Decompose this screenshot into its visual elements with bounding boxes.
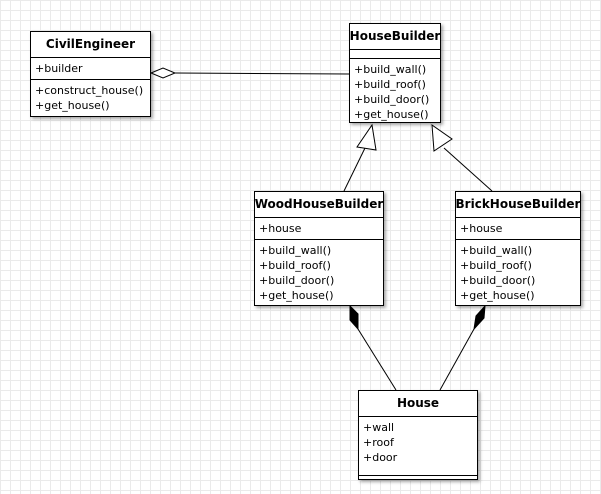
class-house[interactable]: House +wall +roof +door (358, 390, 478, 480)
class-name: House (359, 391, 477, 417)
class-operations: +construct_house() +get_house() (31, 80, 150, 116)
class-name: WoodHouseBuilder (255, 192, 383, 218)
class-civil-engineer[interactable]: CivilEngineer +builder +construct_house(… (30, 31, 151, 117)
operation: +build_roof() (460, 259, 532, 272)
generalization-wood-connector[interactable] (343, 123, 377, 192)
composition-wood-connector[interactable] (349, 304, 397, 391)
composition-brick-connector[interactable] (439, 304, 486, 391)
operation: +build_wall() (460, 244, 533, 257)
operation: +build_roof() (354, 78, 426, 91)
aggregation-connector[interactable] (149, 67, 350, 79)
class-operations: +build_wall() +build_roof() +build_door(… (255, 240, 383, 306)
composition-diamond-brick (473, 304, 486, 331)
class-attributes: +builder (31, 58, 150, 80)
attribute: +door (363, 451, 398, 464)
class-operations: +build_wall() +build_roof() +build_door(… (350, 59, 440, 125)
attribute: +house (259, 222, 302, 235)
class-operations: +build_wall() +build_roof() +build_door(… (456, 240, 580, 306)
attribute: +builder (35, 62, 83, 75)
generalization-triangle-brick (431, 123, 453, 152)
class-name: CivilEngineer (31, 32, 150, 58)
operation: +build_door() (354, 93, 430, 106)
class-operations (359, 476, 477, 480)
operation: +get_house() (35, 99, 110, 112)
class-attributes: +wall +roof +door (359, 417, 477, 476)
class-name: BrickHouseBuilder (456, 192, 580, 218)
aggregation-diamond (149, 67, 177, 79)
operation: +build_roof() (259, 259, 331, 272)
operation: +build_wall() (259, 244, 332, 257)
class-name: HouseBuilder (350, 24, 440, 50)
class-house-builder[interactable]: HouseBuilder +build_wall() +build_roof()… (349, 23, 441, 123)
generalization-triangle-wood (356, 123, 377, 151)
operation: +build_wall() (354, 63, 427, 76)
class-attributes (350, 50, 440, 59)
operation: +get_house() (460, 289, 535, 302)
attribute: +wall (363, 421, 395, 434)
operation: +get_house() (354, 108, 429, 121)
attribute: +house (460, 222, 503, 235)
class-wood-house-builder[interactable]: WoodHouseBuilder +house +build_wall() +b… (254, 191, 384, 306)
class-brick-house-builder[interactable]: BrickHouseBuilder +house +build_wall() +… (455, 191, 581, 306)
generalization-brick-connector[interactable] (431, 123, 493, 192)
class-attributes: +house (456, 218, 580, 240)
operation: +construct_house() (35, 84, 144, 97)
class-attributes: +house (255, 218, 383, 240)
operation: +get_house() (259, 289, 334, 302)
operation: +build_door() (259, 274, 335, 287)
attribute: +roof (363, 436, 394, 449)
operation: +build_door() (460, 274, 536, 287)
composition-diamond-wood (349, 304, 359, 331)
